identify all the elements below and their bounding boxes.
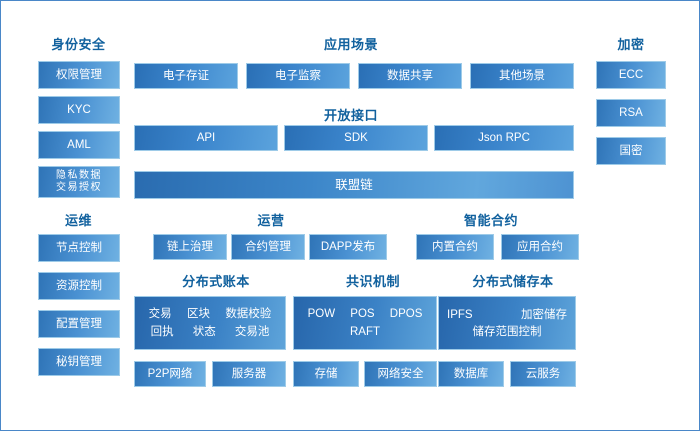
operation-item-1[interactable]: 合约管理 [231,234,305,260]
scenario-item-3[interactable]: 其他场景 [470,63,574,89]
ops-item-2[interactable]: 配置管理 [38,310,120,338]
consensus-row1-item-2: DPOS [389,308,423,320]
consensus-sub-item-0[interactable]: 存储 [293,361,359,387]
storage-sub-item-0[interactable]: 数据库 [438,361,504,387]
section-title-operation: 运营 [257,213,285,228]
ledger-row1-item-0: 交易 [148,308,172,320]
consensus-sub-item-1-label: 网络安全 [377,368,424,380]
contract-item-0-label: 内置合约 [432,241,478,253]
ledger-sub-item-0[interactable]: P2P网络 [134,361,206,387]
ledger-row1-item-2: 数据校验 [225,308,272,320]
operation-item-0-label: 链上治理 [167,241,213,253]
encryption-item-0-label: ECC [618,69,644,81]
scenario-item-1[interactable]: 电子监察 [246,63,350,89]
openapi-item-0-label: API [196,132,216,144]
section-title-ops: 运维 [64,213,92,228]
ops-item-0-label: 节点控制 [56,242,102,254]
identity-item-0-label: 权限管理 [56,69,102,81]
identity-item-1-label: KYC [67,104,91,116]
identity-item-2-label: AML [67,139,91,151]
identity-item-0[interactable]: 权限管理 [38,61,120,89]
storage-sub-item-1-label: 云服务 [525,368,561,380]
openapi-item-2-label: Json RPC [478,132,530,144]
consensus-row1-item-1: POS [350,308,375,320]
ops-item-1-label: 资源控制 [56,280,102,292]
storage-sub-item-1[interactable]: 云服务 [510,361,576,387]
operation-item-1-label: 合约管理 [245,241,291,253]
ledger-row1-item-1: 区块 [186,308,210,320]
storage-sub-item-0-label: 数据库 [453,368,489,380]
operation-item-0[interactable]: 链上治理 [153,234,227,260]
storage-row1-item-0: IPFS [447,308,473,321]
scenario-item-2-label: 数据共享 [387,70,433,82]
section-title-storage: 分布式储存本 [472,274,554,289]
consensus-sub-item-0-label: 存储 [314,368,338,380]
encryption-item-2-label: 国密 [619,145,643,157]
openapi-item-1-label: SDK [344,132,368,144]
contract-item-1-label: 应用合约 [517,241,563,253]
contract-item-0[interactable]: 内置合约 [416,234,494,260]
ledger-main-box[interactable]: 交易 区块 数据校验 回执 状态 交易池 [134,296,286,350]
operation-item-2[interactable]: DAPP发布 [309,234,387,260]
encryption-item-2[interactable]: 国密 [596,137,666,165]
ops-item-2-label: 配置管理 [56,318,102,330]
section-title-contract: 智能合约 [463,213,518,228]
scenario-item-1-label: 电子监察 [275,70,321,82]
ops-item-3-label: 秘钥管理 [56,356,102,368]
identity-item-privacy[interactable]: 隐私数据 交易授权 [38,166,120,198]
consensus-main-box[interactable]: POW POS DPOS RAFT [293,296,437,350]
operation-item-2-label: DAPP发布 [320,241,376,253]
storage-main-box[interactable]: IPFS 加密储存 储存范围控制 [438,296,576,350]
ops-item-3[interactable]: 秘钥管理 [38,348,120,376]
consensus-row1-item-0: POW [307,308,336,320]
section-title-identity: 身份安全 [51,37,106,52]
storage-row2-item-0: 储存范围控制 [472,325,542,338]
section-title-openapi: 开放接口 [323,108,378,123]
ops-item-0[interactable]: 节点控制 [38,234,120,262]
section-title-ledger: 分布式账本 [182,274,250,289]
ledger-row2-item-2: 交易池 [234,326,270,338]
encryption-item-1-label: RSA [619,107,643,119]
ledger-row2-item-0: 回执 [150,326,174,338]
identity-privacy-line2: 交易授权 [56,182,102,193]
contract-item-1[interactable]: 应用合约 [501,234,579,260]
section-title-scenarios: 应用场景 [323,37,378,52]
scenario-item-2[interactable]: 数据共享 [358,63,462,89]
encryption-item-1[interactable]: RSA [596,99,666,127]
identity-item-1[interactable]: KYC [38,96,120,124]
section-title-encryption: 加密 [617,37,645,52]
encryption-item-0[interactable]: ECC [596,61,666,89]
storage-row1-item-1: 加密储存 [521,308,567,321]
consortium-chain-bar[interactable]: 联盟链 [134,171,574,199]
openapi-item-1[interactable]: SDK [284,125,428,151]
scenario-item-0-label: 电子存证 [163,70,209,82]
ledger-sub-item-0-label: P2P网络 [147,368,193,380]
ops-item-1[interactable]: 资源控制 [38,272,120,300]
ledger-sub-item-1-label: 服务器 [231,368,267,380]
identity-item-2[interactable]: AML [38,131,120,159]
ledger-sub-item-1[interactable]: 服务器 [212,361,286,387]
consensus-sub-item-1[interactable]: 网络安全 [364,361,437,387]
openapi-item-2[interactable]: Json RPC [434,125,574,151]
consensus-row2-item-0: RAFT [349,326,381,338]
scenario-item-0[interactable]: 电子存证 [134,63,238,89]
openapi-item-0[interactable]: API [134,125,278,151]
scenario-item-3-label: 其他场景 [499,70,545,82]
consortium-chain-label: 联盟链 [335,178,373,192]
section-title-consensus: 共识机制 [345,274,400,289]
ledger-row2-item-1: 状态 [192,326,216,338]
identity-privacy-line1: 隐私数据 [56,170,102,181]
